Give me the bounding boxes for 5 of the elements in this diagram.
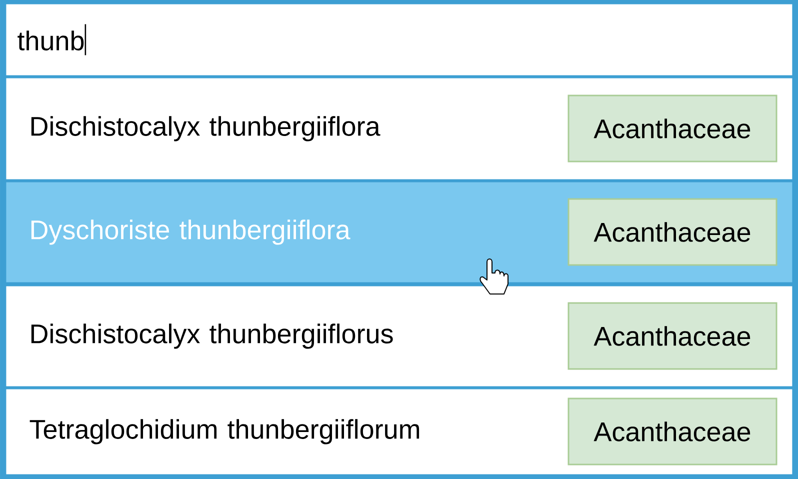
- family-badge: Acanthaceae: [568, 398, 778, 466]
- search-field: thunb: [6, 4, 792, 76]
- family-badge: Acanthaceae: [568, 302, 778, 370]
- family-badge: Acanthaceae: [568, 198, 778, 266]
- family-badge: Acanthaceae: [568, 94, 778, 162]
